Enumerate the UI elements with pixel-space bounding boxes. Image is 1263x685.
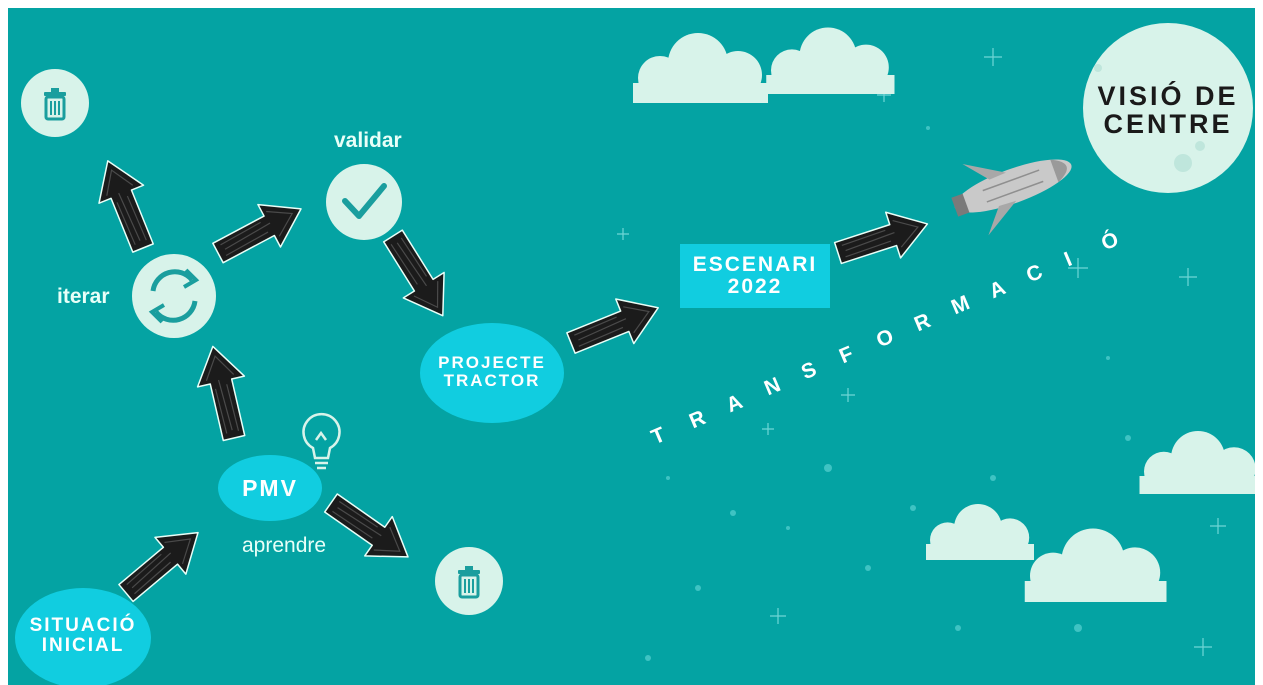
arrow-projecte-to-escenari (561, 284, 668, 367)
diagram-canvas: SITUACIÓ INICIAL PMV PROJECTE TRACTOR ES… (8, 8, 1255, 685)
node-pmv (218, 455, 322, 521)
escenari-text: ESCENARI 2022 (692, 253, 818, 299)
rocket-icon (951, 159, 1072, 236)
arrow-pmv-to-trash (316, 482, 423, 578)
arrow-iterar-to-trash (84, 151, 167, 258)
label-iterar: iterar (57, 285, 110, 308)
lightbulb-icon (302, 412, 341, 470)
node-escenari (680, 244, 830, 308)
arrow-iterar-to-validar (205, 186, 314, 275)
label-aprendre: aprendre (242, 534, 327, 557)
arrow-situacio-to-pmv (109, 513, 215, 613)
node-situacio-inicial (15, 588, 151, 685)
cloud-icon (766, 27, 895, 94)
cloud-icon (926, 504, 1034, 560)
cloud-icon (1139, 431, 1255, 494)
arrow-validar-to-projecte (371, 222, 464, 330)
check-icon (342, 183, 387, 219)
validar-circle (326, 164, 402, 240)
trash-icon (42, 86, 68, 121)
refresh-icon (148, 268, 200, 324)
sparkles (617, 48, 1226, 656)
projecte-tractor-text: PROJECTE TRACTOR (438, 353, 546, 390)
cloud-icon (1024, 528, 1167, 602)
situacio-inicial-text: SITUACIÓ INICIAL (29, 615, 137, 656)
diagram-art (15, 23, 1255, 685)
arrow-pmv-to-iterar (188, 340, 259, 445)
moon-icon (1083, 23, 1253, 193)
pmv-text: PMV (242, 475, 298, 501)
iterar-circle (132, 254, 216, 338)
visio-text: VISIÓ DE CENTRE (1097, 81, 1239, 140)
label-validar: validar (334, 129, 402, 152)
trash-icon (456, 564, 482, 599)
arrow-escenari-to-visio (829, 200, 936, 277)
node-projecte-tractor (420, 323, 564, 423)
cloud-icon (633, 33, 768, 103)
